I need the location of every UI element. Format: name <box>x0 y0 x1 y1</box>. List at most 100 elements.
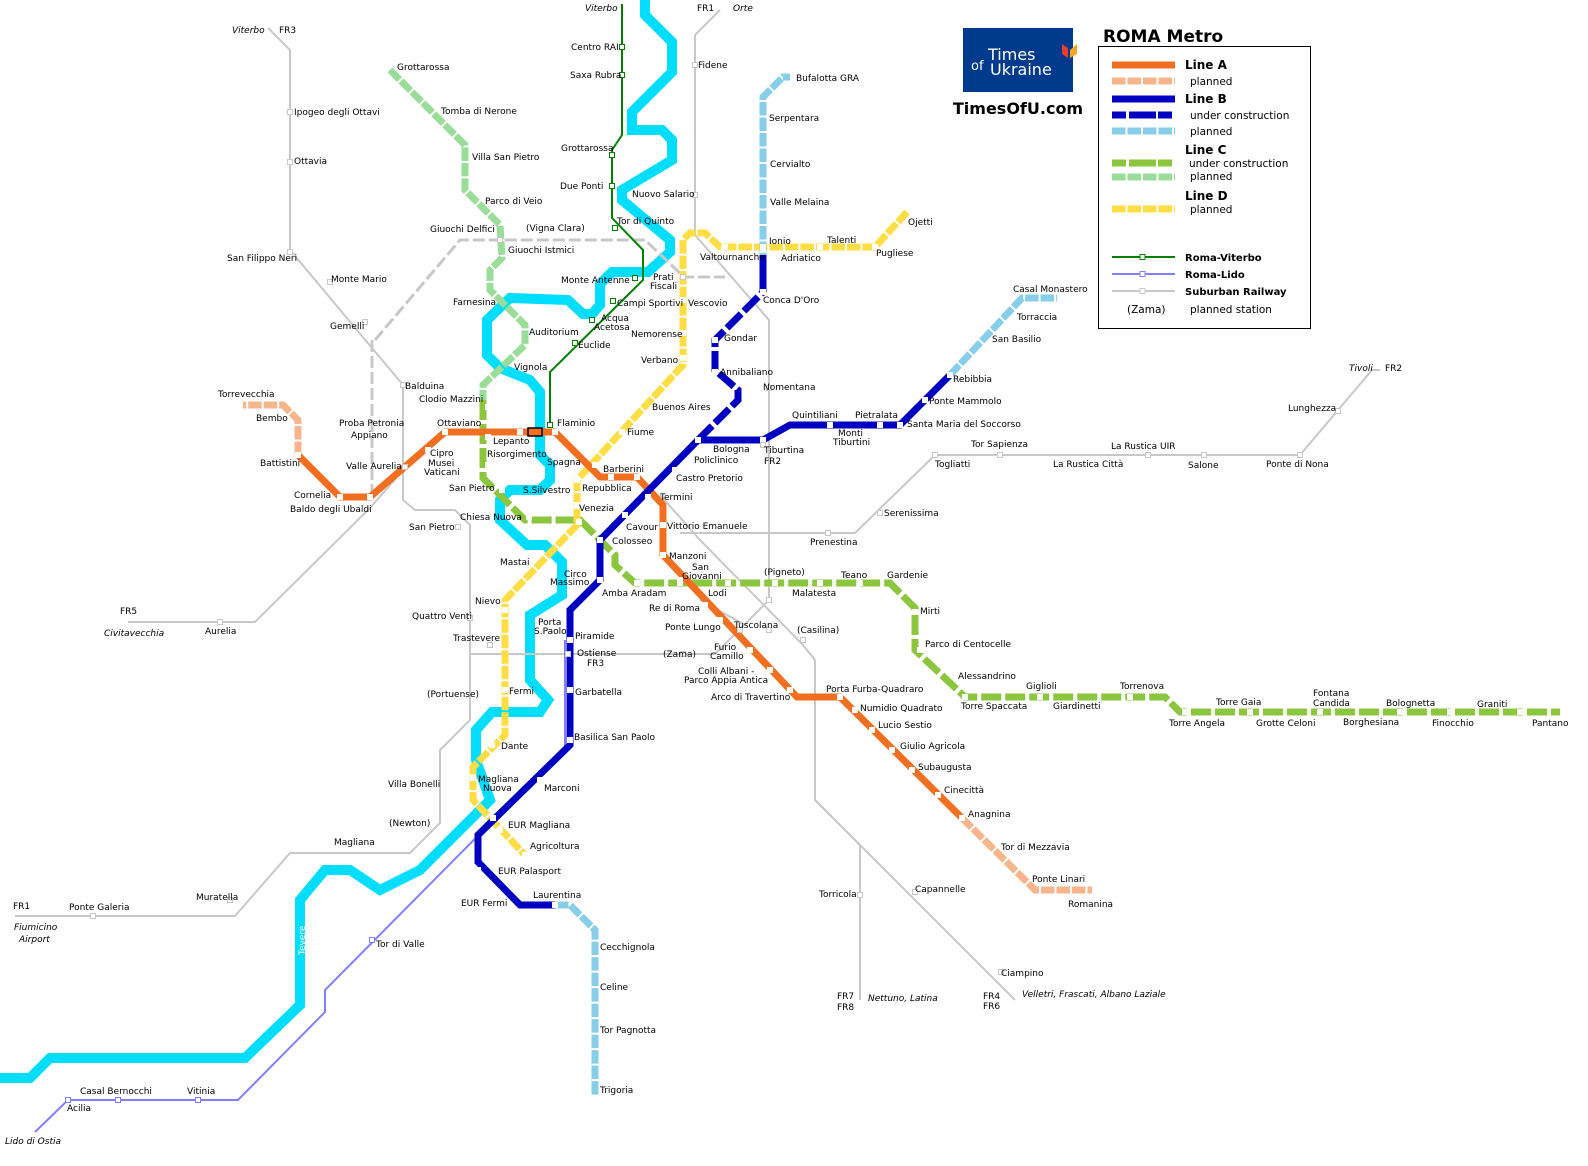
viterbo-station-marker <box>619 44 625 50</box>
station-marker <box>712 337 718 343</box>
lido-station-marker <box>65 1097 71 1103</box>
station-label: Torrenova <box>1119 682 1164 692</box>
station-label: Fermi <box>509 687 534 697</box>
viterbo-station-marker <box>632 275 638 281</box>
legend-line-c-planned: planned <box>1190 171 1232 183</box>
station-label: Proba Petronia <box>339 419 404 429</box>
station-label: Risorgimento <box>487 450 547 460</box>
station-label: Parco di Centocelle <box>925 640 1011 650</box>
station-marker <box>702 602 708 608</box>
station-label: Giardinetti <box>1053 702 1101 712</box>
railway-station-marker <box>766 597 772 603</box>
station-label: Fontana <box>1313 689 1349 699</box>
station-marker <box>619 429 625 435</box>
railway-station-marker <box>680 651 686 657</box>
station-label: Ionio <box>769 237 791 247</box>
river-label: Tevere <box>298 925 308 956</box>
station-label: Prati <box>653 273 674 283</box>
railway-station-marker <box>912 889 918 895</box>
station-label: Valle Aurelia <box>346 462 402 472</box>
station-label: Nettuno, Latina <box>868 994 938 1004</box>
station-marker <box>622 512 628 518</box>
legend: Line A planned Line B under construction… <box>1098 46 1311 329</box>
station-label: EUR Palasport <box>498 867 562 877</box>
station-label: Basilica San Paolo <box>574 733 656 743</box>
railway-station-marker <box>90 913 96 919</box>
station-marker <box>475 867 481 873</box>
station-label: Pietralata <box>855 411 898 421</box>
station-label: Cavour <box>626 523 658 533</box>
station-marker <box>502 687 508 693</box>
station-label: Numidio Quadrato <box>860 704 943 714</box>
railway-station-marker <box>400 382 406 388</box>
station-marker <box>680 330 686 336</box>
station-label: Viterbo <box>232 26 265 36</box>
station-label: Ponte Galeria <box>69 903 130 913</box>
station-marker <box>1247 709 1253 715</box>
station-marker <box>680 297 686 303</box>
station-label: Acqua <box>601 314 629 324</box>
station-label: San Pietro <box>409 523 455 533</box>
railway-station-marker <box>1201 452 1207 458</box>
station-label: Marconi <box>544 784 579 794</box>
station-label: Fidene <box>698 61 728 71</box>
railway-station-marker <box>287 109 293 115</box>
station-label: Pantano <box>1532 719 1569 729</box>
station-label: Parco Appia Antica <box>684 676 768 686</box>
interchange-icon <box>527 427 543 437</box>
station-label: Fiscali <box>650 282 677 292</box>
station-marker <box>499 487 505 493</box>
map-title: ROMA Metro <box>1103 27 1223 47</box>
station-label: Manzoni <box>669 552 706 562</box>
station-marker <box>767 667 773 673</box>
station-label: (Portuense) <box>427 690 479 700</box>
station-label: FR8 <box>837 1003 854 1013</box>
station-label: Ottaviano <box>437 419 482 429</box>
legend-line-c-construction: under construction <box>1189 158 1288 170</box>
station-marker <box>672 467 678 473</box>
legend-line-d: Line D <box>1185 189 1228 203</box>
station-label: Monte Mario <box>331 275 387 285</box>
legend-station-icon <box>1139 271 1146 277</box>
station-marker <box>1517 709 1523 715</box>
station-label: Magliana <box>334 838 375 848</box>
station-label: Mastai <box>500 558 530 568</box>
station-label: Piramide <box>575 632 615 642</box>
station-marker <box>959 815 965 821</box>
station-label: Furio <box>714 643 737 653</box>
station-label: Gardenie <box>887 571 928 581</box>
station-label: Gondar <box>724 334 757 344</box>
station-label: Torricola <box>818 890 857 900</box>
station-label: Capannelle <box>915 885 966 895</box>
station-label: Conca D'Oro <box>763 296 820 306</box>
station-marker <box>817 244 823 250</box>
station-label: Rebibbia <box>953 375 992 385</box>
station-label: Acetosa <box>594 323 630 333</box>
line-c-planned <box>387 67 529 400</box>
station-label: Alessandrino <box>958 672 1016 682</box>
railway-station-marker <box>766 385 772 391</box>
station-marker <box>712 369 718 375</box>
station-label: FR3 <box>279 26 296 36</box>
station-marker <box>747 647 753 653</box>
roma-viterbo-line <box>549 4 644 428</box>
station-label: Grotte Celoni <box>1256 719 1315 729</box>
legend-viterbo: Roma-Viterbo <box>1185 253 1262 264</box>
legend-planned-example: (Zama) <box>1127 304 1165 316</box>
station-marker <box>1397 709 1403 715</box>
station-marker <box>512 572 518 578</box>
station-label: Talenti <box>826 236 856 246</box>
station-label: Amba Aradam <box>602 589 666 599</box>
station-marker <box>367 494 373 500</box>
station-marker <box>552 902 558 908</box>
line-b-planned-east <box>947 294 1057 378</box>
station-marker <box>722 244 728 250</box>
station-label: Orte <box>733 4 753 14</box>
legend-line-b-construction: under construction <box>1190 110 1289 122</box>
station-label: Acilia <box>67 1104 91 1114</box>
station-label: Euclide <box>578 341 611 351</box>
station-marker <box>337 494 343 500</box>
station-label: Policlinico <box>694 456 739 466</box>
station-marker <box>695 437 701 443</box>
station-marker <box>1037 694 1043 700</box>
